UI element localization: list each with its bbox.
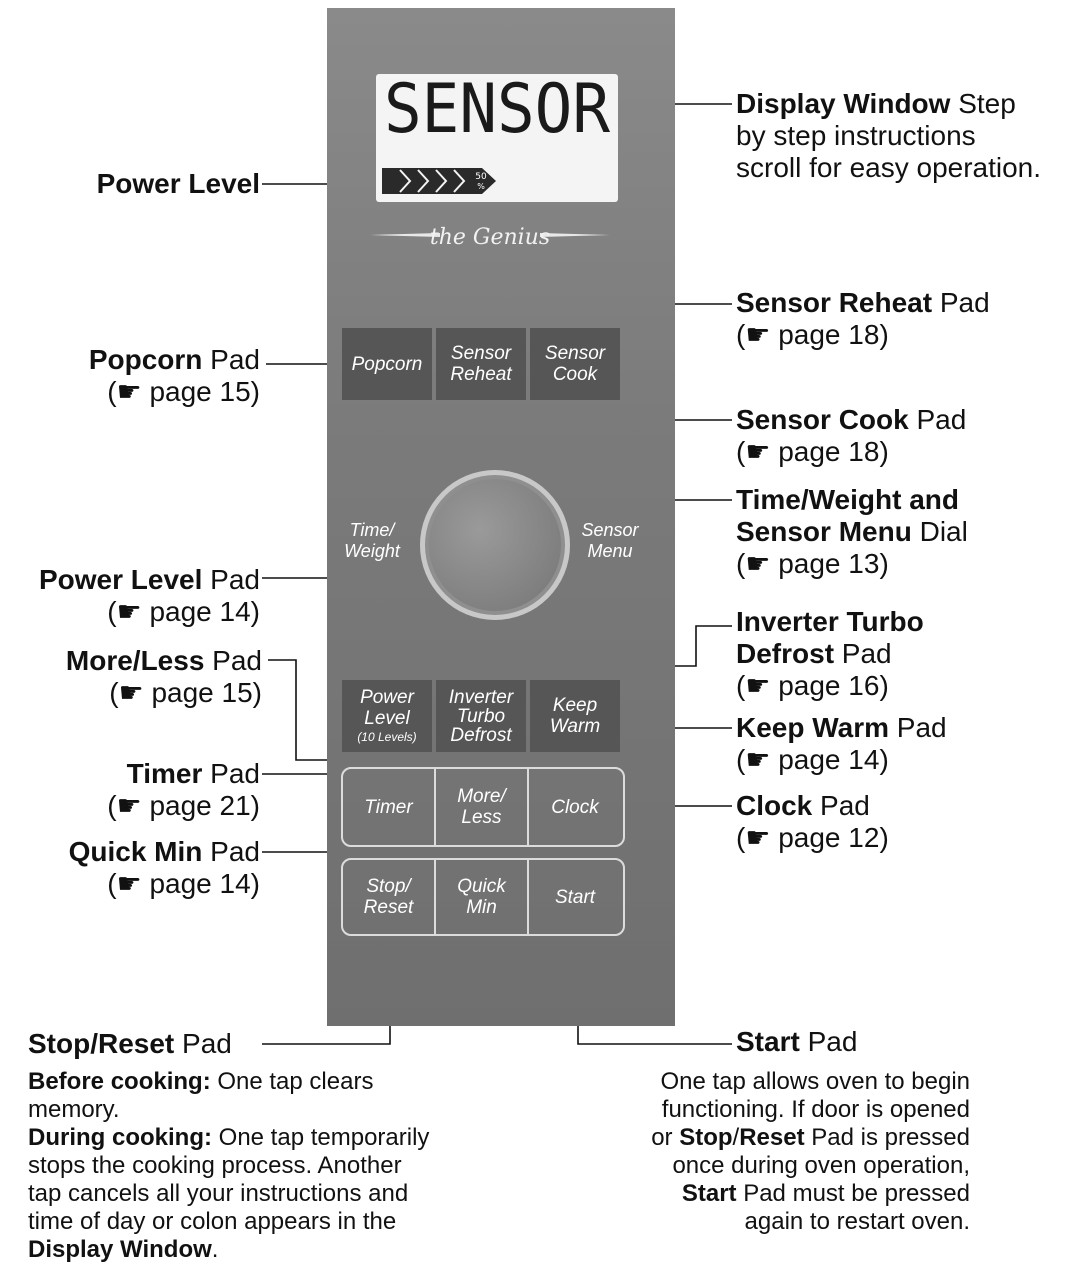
callout-more-less: More/Less Pad (☛ page 15) xyxy=(65,645,262,708)
pointer-icon: ☛ xyxy=(745,319,771,350)
callout-power-level-pad: Power Level Pad (☛ page 14) xyxy=(38,564,260,627)
sensor-reheat-pad[interactable]: Sensor Reheat xyxy=(436,328,526,400)
sensor-cook-label-1: Sensor xyxy=(544,343,606,364)
inverter-label-2: Turbo xyxy=(456,705,506,727)
timer-pad[interactable]: Timer xyxy=(343,769,434,845)
pointer-icon: ☛ xyxy=(116,790,142,821)
display-seven-segment: SENSOR xyxy=(384,76,610,138)
divider xyxy=(434,860,436,934)
callout-inverter: Inverter Turbo Defrost Pad (☛ page 16) xyxy=(736,606,924,701)
keep-warm-label-2: Warm xyxy=(549,716,601,737)
power-level-label-1: Power xyxy=(360,687,414,708)
quick-min-label-1: Quick xyxy=(457,876,506,897)
more-less-label-2: Less xyxy=(461,807,502,828)
callout-keep-warm: Keep Warm Pad (☛ page 14) xyxy=(736,712,947,775)
pointer-icon: ☛ xyxy=(745,548,771,579)
clock-pad[interactable]: Clock xyxy=(529,769,621,845)
pointer-icon: ☛ xyxy=(745,744,771,775)
quick-min-label-2: Min xyxy=(466,897,497,918)
inverter-turbo-defrost-pad[interactable]: Inverter Turbo Defrost xyxy=(436,680,526,752)
pointer-icon: ☛ xyxy=(745,670,771,701)
callout-start: Start Pad xyxy=(736,1026,858,1057)
sensor-cook-pad[interactable]: Sensor Cook xyxy=(530,328,620,400)
popcorn-pad[interactable]: Popcorn xyxy=(342,328,432,400)
callout-power-level: Power Level xyxy=(96,168,260,199)
power-level-label-3: (10 Levels) xyxy=(357,730,417,744)
power-level-label-2: Level xyxy=(364,708,410,729)
pointer-icon: ☛ xyxy=(116,376,142,407)
callout-popcorn: Popcorn Pad (☛ page 15) xyxy=(88,344,260,407)
callout-display-window: Display Window Step by step instructions… xyxy=(736,88,1042,183)
display-window: SENSOR 50 % xyxy=(376,74,618,202)
power-level-pad[interactable]: Power Level (10 Levels) xyxy=(342,680,432,752)
popcorn-label: Popcorn xyxy=(351,353,423,375)
time-weight-sensor-menu-dial[interactable] xyxy=(420,470,570,620)
callout-timer: Timer Pad (☛ page 21) xyxy=(107,758,260,821)
callout-sensor-cook: Sensor Cook Pad (☛ page 18) xyxy=(736,404,967,467)
callout-quick-min: Quick Min Pad (☛ page 14) xyxy=(68,836,260,899)
callout-stop-reset: Stop/Reset Pad xyxy=(28,1028,232,1059)
stop-reset-pad[interactable]: Stop/ Reset xyxy=(343,860,434,934)
sensor-reheat-label-2: Reheat xyxy=(450,364,512,385)
power-level-bar: 50 % xyxy=(382,168,496,194)
start-group-frame xyxy=(341,858,625,936)
clock-label: Clock xyxy=(551,796,599,818)
pointer-icon: ☛ xyxy=(116,868,142,899)
callout-dial: Time/Weight and Sensor Menu Dial (☛ page… xyxy=(736,484,968,579)
callout-sensor-reheat: Sensor Reheat Pad (☛ page 18) xyxy=(736,287,990,350)
dial-left-label: Time/Weight xyxy=(344,520,400,561)
genius-logo: the Genius xyxy=(370,225,610,250)
timer-label: Timer xyxy=(364,796,413,818)
callout-clock: Clock Pad (☛ page 12) xyxy=(736,790,889,853)
keep-warm-label-1: Keep xyxy=(552,695,598,716)
timer-group-frame xyxy=(341,767,625,847)
start-note: One tap allows oven to begin functioning… xyxy=(651,1068,970,1235)
brand-text: the Genius xyxy=(430,225,550,250)
start-label: Start xyxy=(554,886,596,908)
divider xyxy=(434,769,436,845)
sensor-reheat-label-1: Sensor xyxy=(450,343,512,364)
stop-reset-label-1: Stop/ xyxy=(366,876,411,897)
inverter-label-3: Defrost xyxy=(450,724,512,746)
pointer-icon: ☛ xyxy=(745,436,771,467)
power-percent: 50 xyxy=(475,172,487,182)
power-unit: % xyxy=(477,182,485,191)
sensor-cook-label-2: Cook xyxy=(552,364,598,385)
start-pad[interactable]: Start xyxy=(529,860,621,934)
pointer-icon: ☛ xyxy=(745,822,771,853)
inverter-label-1: Inverter xyxy=(448,686,514,708)
quick-min-pad[interactable]: Quick Min xyxy=(436,860,527,934)
display-text: SENSOR xyxy=(384,76,610,138)
divider xyxy=(527,860,529,934)
more-less-label-1: More/ xyxy=(457,786,506,807)
divider xyxy=(527,769,529,845)
pointer-icon: ☛ xyxy=(118,677,144,708)
stop-reset-label-2: Reset xyxy=(363,897,414,918)
pointer-icon: ☛ xyxy=(116,596,142,627)
keep-warm-pad[interactable]: Keep Warm xyxy=(530,680,620,752)
stop-reset-note: Before cooking: One tap clears memory. D… xyxy=(28,1068,430,1263)
more-less-pad[interactable]: More/ Less xyxy=(436,769,527,845)
